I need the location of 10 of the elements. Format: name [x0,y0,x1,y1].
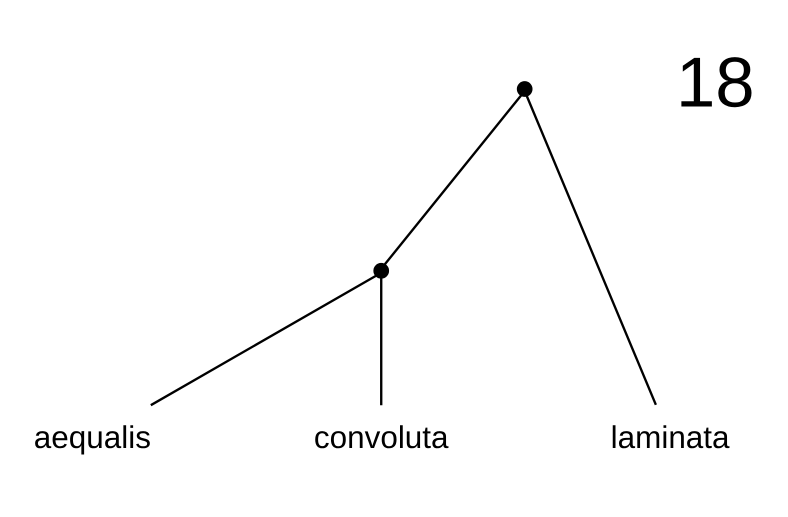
node-text: laminata [610,420,730,455]
connector [384,94,522,265]
node-text: convoluta [314,420,449,455]
node-circle [516,80,533,96]
node-text: aequalis [34,420,151,455]
label: 18 [676,42,755,121]
connector [526,94,657,405]
connector [380,277,382,405]
connector [150,274,377,406]
node-circle [373,262,390,278]
